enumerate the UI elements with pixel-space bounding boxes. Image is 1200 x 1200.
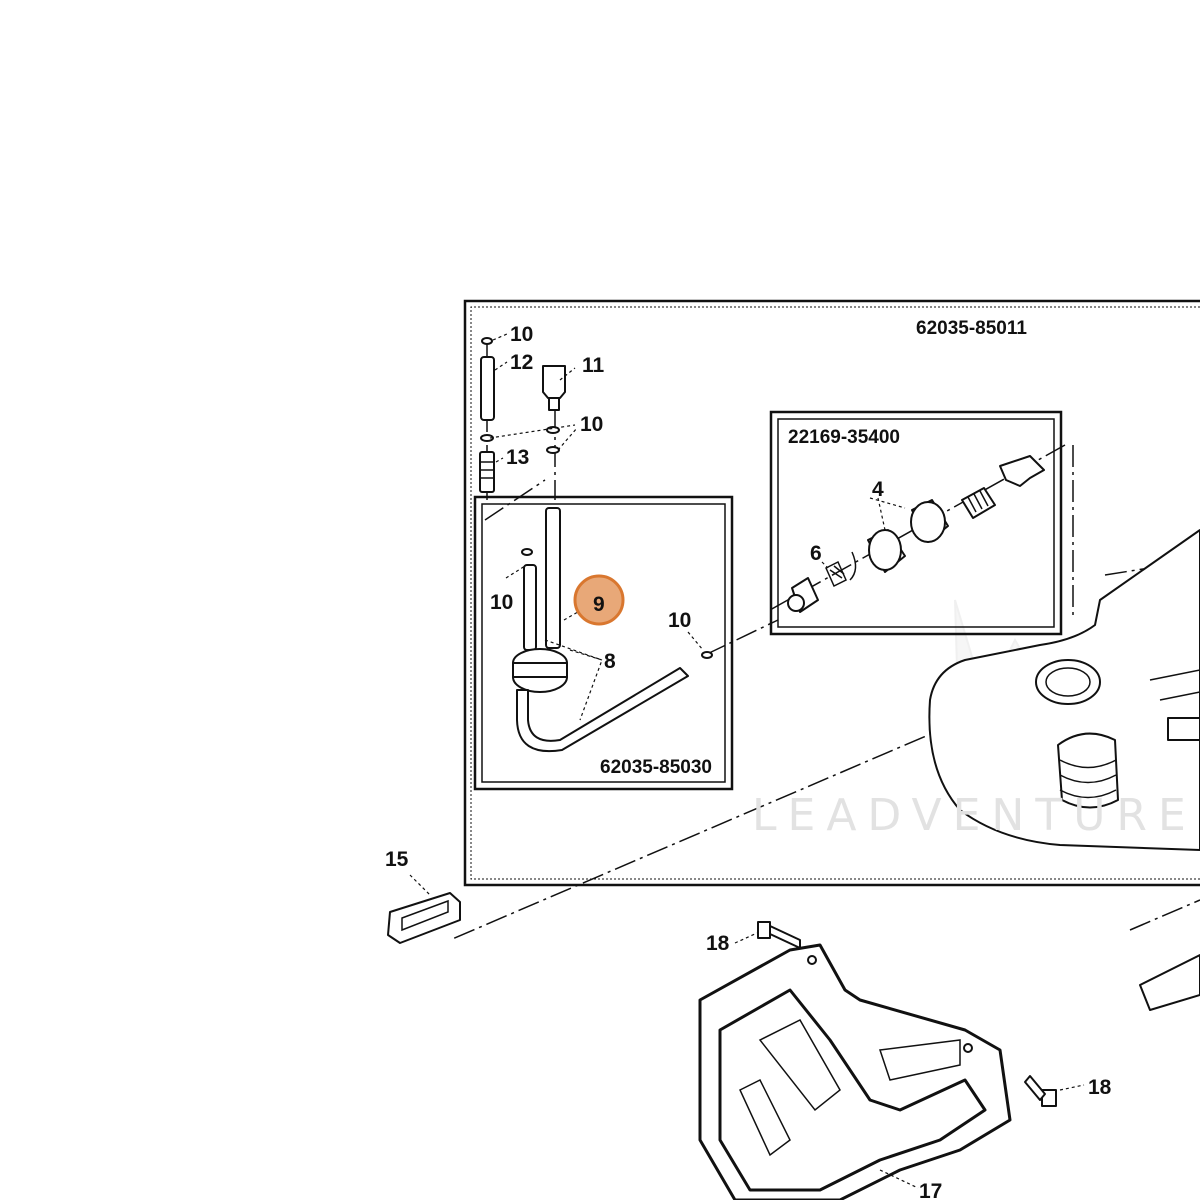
part-16-bracket bbox=[1139, 954, 1200, 1011]
part-6-filter-element bbox=[787, 560, 847, 613]
callout-10-left[interactable]: 10 bbox=[490, 591, 513, 614]
callout-10-upper[interactable]: 10 bbox=[580, 413, 603, 436]
pickup-assembly-box bbox=[473, 495, 734, 791]
callout-4[interactable]: 4 bbox=[872, 478, 884, 501]
callout-13[interactable]: 13 bbox=[506, 446, 529, 469]
part-8-pickup-tube bbox=[512, 507, 689, 753]
part-13-fitting bbox=[479, 451, 495, 493]
part-4-filter-body bbox=[849, 499, 949, 581]
callout-8[interactable]: 8 bbox=[604, 650, 616, 673]
callout-12[interactable]: 12 bbox=[510, 351, 533, 374]
part-18-bolt-upper bbox=[757, 921, 801, 949]
callout-9[interactable]: 9 bbox=[593, 593, 605, 616]
part-17-frame bbox=[698, 943, 1012, 1200]
watermark-text: LEADVENTURE bbox=[752, 790, 1197, 841]
callout-17[interactable]: 17 bbox=[919, 1180, 942, 1200]
assembly-part-number-outer: 62035-85011 bbox=[916, 318, 1027, 339]
callout-18-upper[interactable]: 18 bbox=[706, 932, 730, 955]
assembly-part-number-pickup: 62035-85030 bbox=[600, 757, 712, 778]
part-10-oring-right bbox=[701, 651, 713, 659]
callout-10-right[interactable]: 10 bbox=[668, 609, 691, 632]
fuel-tank bbox=[928, 529, 1200, 851]
callout-11[interactable]: 11 bbox=[582, 354, 605, 377]
part-15-grommet bbox=[387, 892, 461, 944]
assembly-part-number-filter: 22169-35400 bbox=[788, 427, 900, 448]
outer-assembly-frame bbox=[463, 299, 1200, 887]
part-12-sleeve bbox=[480, 337, 495, 442]
callout-15[interactable]: 15 bbox=[385, 848, 409, 871]
part-18-bolt-lower bbox=[1024, 1075, 1057, 1107]
callout-10-top[interactable]: 10 bbox=[510, 323, 533, 346]
filter-spring-cap bbox=[961, 455, 1045, 519]
highlight-marker[interactable] bbox=[573, 574, 625, 626]
callout-6[interactable]: 6 bbox=[810, 542, 822, 565]
callout-18-lower[interactable]: 18 bbox=[1088, 1076, 1112, 1099]
part-11-plug bbox=[542, 365, 566, 454]
filter-assembly-box bbox=[769, 410, 1063, 636]
